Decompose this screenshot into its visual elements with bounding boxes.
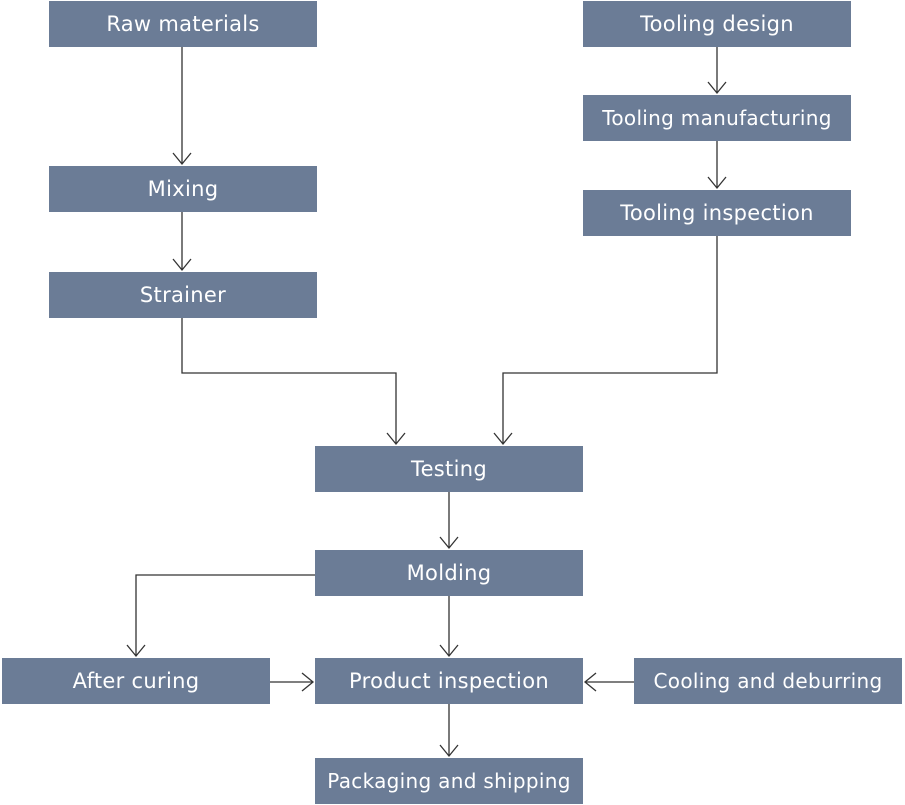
node-raw-materials: Raw materials bbox=[49, 1, 317, 47]
edge-tdesign-to-tmanuf bbox=[707, 47, 727, 95]
edge-raw-to-mixing bbox=[172, 47, 192, 166]
node-molding: Molding bbox=[315, 550, 583, 596]
edge-pinsp-to-packaging bbox=[439, 704, 459, 758]
edge-mixing-to-strainer bbox=[172, 212, 192, 272]
edge-after-curing-to-pinsp bbox=[270, 672, 315, 692]
edge-strainer-to-testing bbox=[181, 318, 406, 446]
node-tooling-inspection: Tooling inspection bbox=[583, 190, 851, 236]
edge-tinsp-to-testing bbox=[493, 236, 718, 446]
edge-cooling-to-pinsp bbox=[583, 672, 634, 692]
node-strainer: Strainer bbox=[49, 272, 317, 318]
edge-molding-to-after-curing bbox=[126, 574, 315, 658]
node-product-inspection: Product inspection bbox=[315, 658, 583, 704]
edge-testing-to-molding bbox=[439, 492, 459, 550]
node-mixing: Mixing bbox=[49, 166, 317, 212]
node-testing: Testing bbox=[315, 446, 583, 492]
edge-molding-to-pinsp bbox=[439, 596, 459, 658]
node-cooling-and-deburring: Cooling and deburring bbox=[634, 658, 902, 704]
node-after-curing: After curing bbox=[2, 658, 270, 704]
edge-tmanuf-to-tinsp bbox=[707, 141, 727, 190]
node-tooling-design: Tooling design bbox=[583, 1, 851, 47]
node-packaging-and-shipping: Packaging and shipping bbox=[315, 758, 583, 804]
node-tooling-manufacturing: Tooling manufacturing bbox=[583, 95, 851, 141]
